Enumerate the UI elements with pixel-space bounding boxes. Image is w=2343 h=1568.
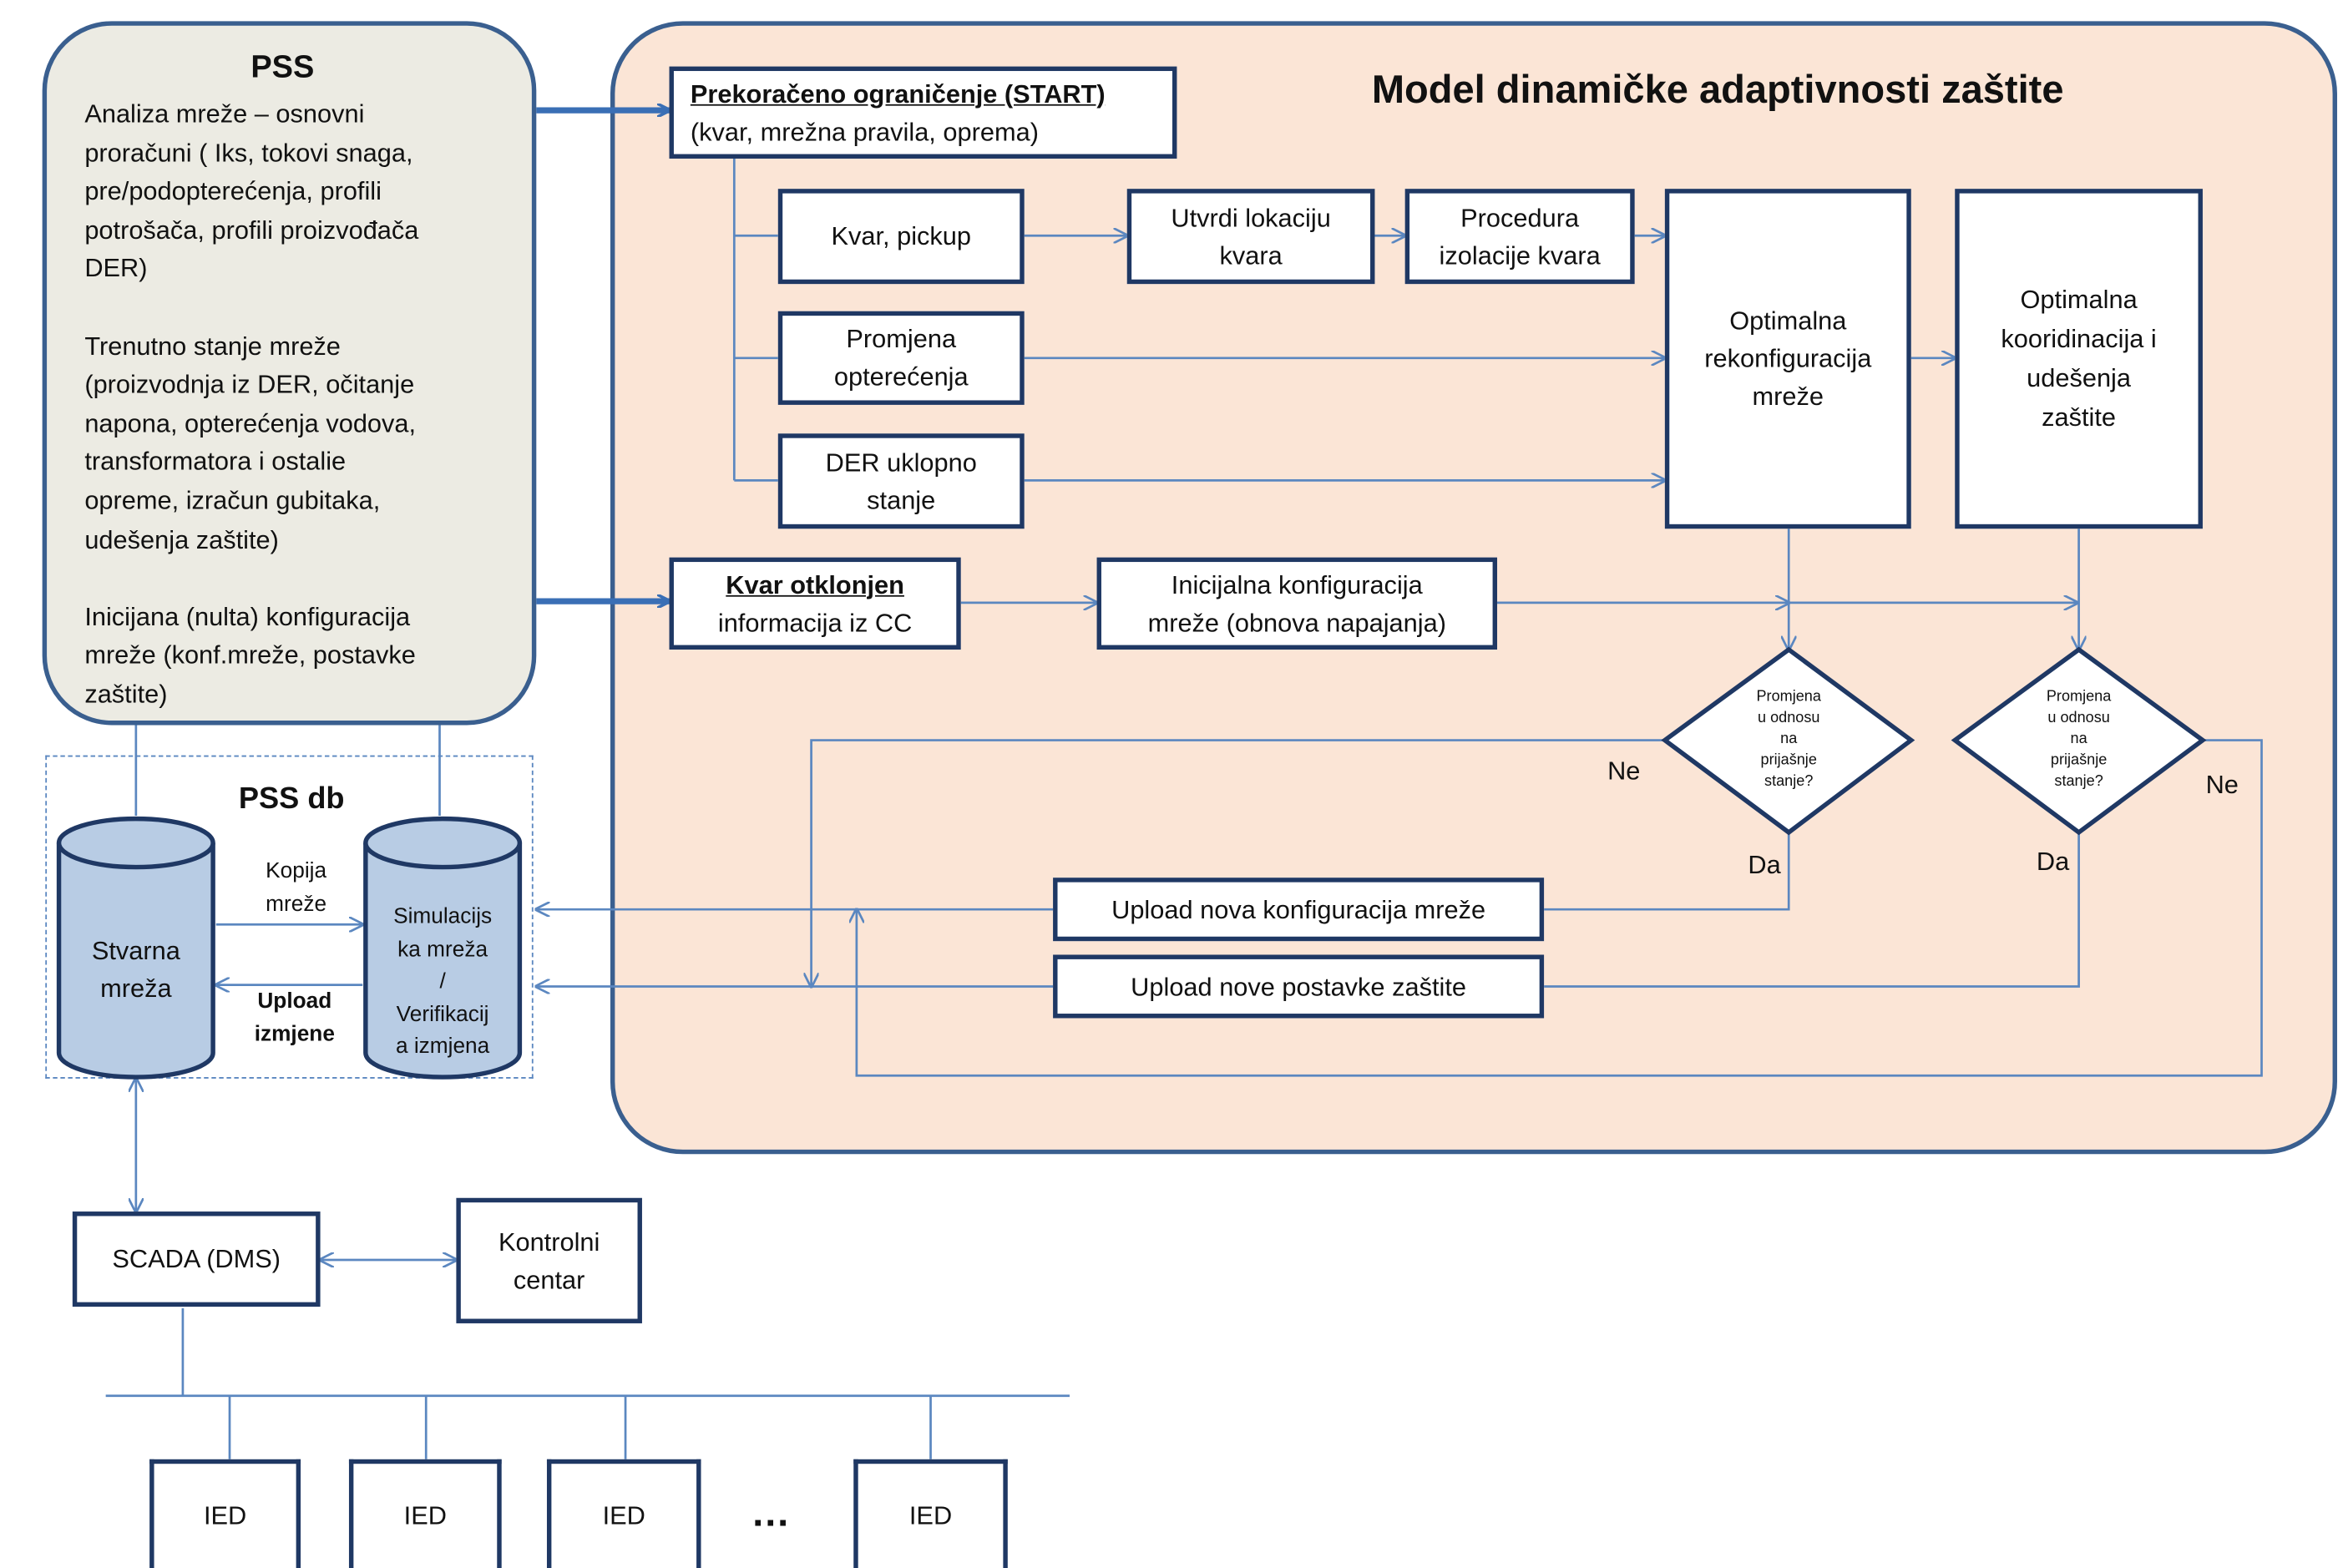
- database-cylinder-simulacija: [363, 816, 523, 1080]
- inicijalna-konfiguracija-box: Inicijalna konfiguracija mreže (obnova n…: [1096, 557, 1498, 650]
- kvar-otklonjen-box: Kvar otklonjen informacija iz CC: [669, 557, 961, 650]
- optimalna-koordinacija-box: Optimalna kooridinacija i udešenja zašti…: [1955, 189, 2203, 529]
- kvar-otklonjen-title: Kvar otklonjen: [726, 570, 904, 599]
- stvarna-mreza-label: Stvarna mreža: [91, 936, 180, 1004]
- upload-izmjene-label: Upload izmjene: [254, 989, 335, 1047]
- utvrdi-lokaciju-box: Utvrdi lokaciju kvara: [1126, 189, 1375, 285]
- decision-text-rekonfiguracija: Promjena u odnosu na prijašnje stanje?: [1756, 689, 1821, 791]
- ellipsis: …: [751, 1489, 791, 1535]
- database-cylinder-stvarna: [56, 816, 215, 1080]
- pss-description: Analiza mreže – osnovni proračuni ( Iks,…: [84, 99, 419, 709]
- ne-label-zastita: Ne: [2205, 770, 2239, 800]
- promjena-opterecenja-box: Promjena opterećenja: [777, 311, 1025, 405]
- start-title: Prekoračeno ograničenje (START): [690, 78, 1106, 109]
- pssdb-title: PSS db: [238, 782, 345, 817]
- da-label-zastita: Da: [2036, 847, 2070, 877]
- pss-panel: [42, 21, 537, 726]
- pss-title: PSS: [250, 49, 315, 85]
- start-subtitle: (kvar, mrežna pravila, oprema): [690, 117, 1039, 146]
- ied-box: IED: [546, 1459, 701, 1568]
- procedura-izolacije-box: Procedura izolacije kvara: [1404, 189, 1635, 285]
- start-box: Prekoračeno ograničenje (START) (kvar, m…: [669, 66, 1177, 159]
- ied-box: IED: [853, 1459, 1008, 1568]
- der-uklopno-box: DER uklopno stanje: [777, 433, 1025, 529]
- scada-box: SCADA (DMS): [72, 1211, 321, 1308]
- upload-postavke-box: Upload nove postavke zaštite: [1053, 954, 1545, 1019]
- ied-box: IED: [149, 1459, 301, 1568]
- ne-label-rekonfiguracija: Ne: [1607, 756, 1641, 786]
- kvar-otklonjen-subtitle: informacija iz CC: [717, 608, 913, 637]
- ied-box: IED: [348, 1459, 502, 1568]
- decision-text-zastita: Promjena u odnosu na prijašnje stanje?: [2046, 689, 2112, 791]
- pssdb-panel: [45, 755, 534, 1079]
- kontrolni-centar-box: Kontrolni centar: [456, 1197, 642, 1323]
- simulacija-label: Simulacijs ka mreža / Verifikacij a izmj…: [393, 905, 493, 1060]
- decision-diamond-zastita: [1951, 646, 2207, 836]
- optimalna-rekonfiguracija-box: Optimalna rekonfiguracija mreže: [1664, 189, 1911, 529]
- kvar-pickup-box: Kvar, pickup: [777, 189, 1025, 285]
- decision-diamond-rekonfiguracija: [1661, 646, 1915, 836]
- kopija-mreze-label: Kopija mreže: [266, 859, 327, 918]
- da-label-rekonfiguracija: Da: [1748, 850, 1781, 880]
- upload-konfiguracija-box: Upload nova konfiguracija mreže: [1053, 878, 1545, 942]
- model-title: Model dinamičke adaptivnosti zaštite: [1371, 66, 2064, 112]
